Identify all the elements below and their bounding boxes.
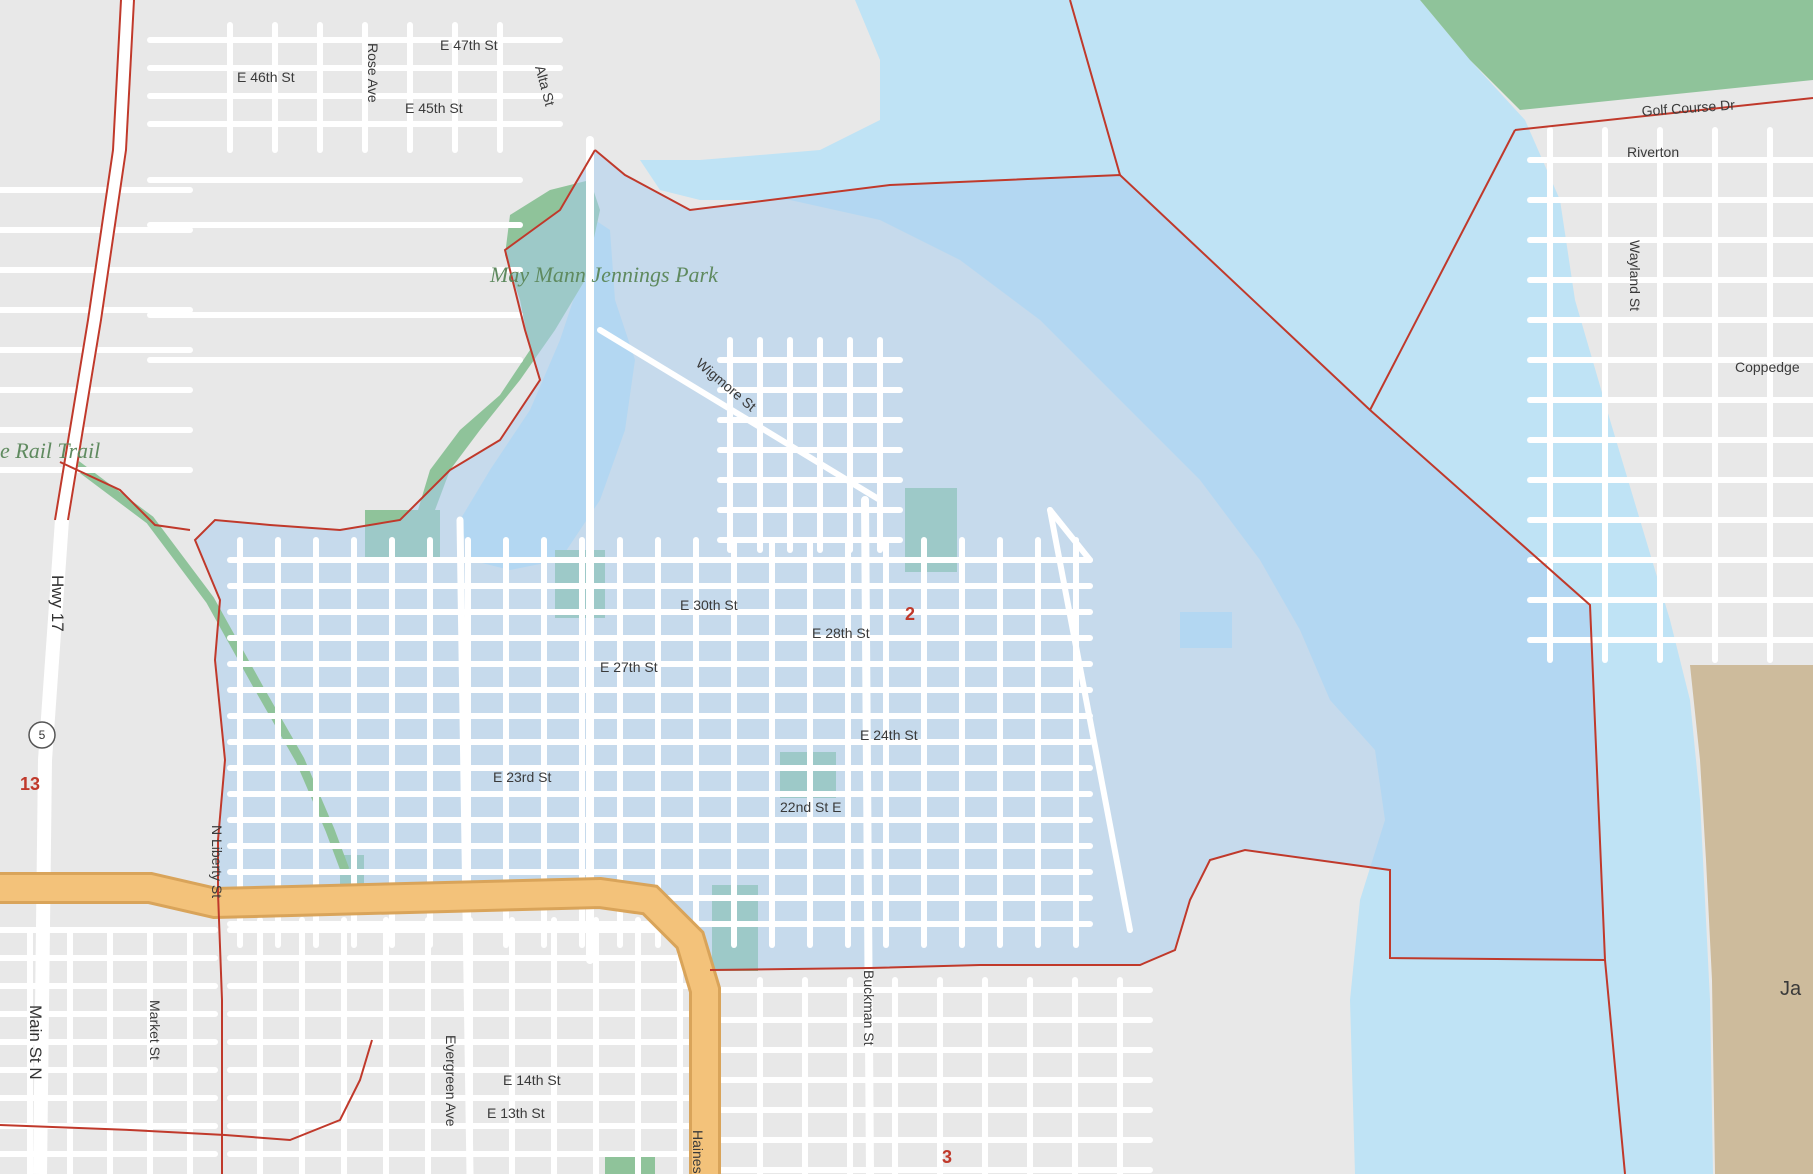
street-coppedge: Coppedge (1735, 359, 1800, 375)
main-st-label: Main St N (26, 1005, 45, 1080)
street-e45: E 45th St (405, 100, 463, 116)
street-e22: 22nd St E (780, 799, 842, 815)
district-2-label: 2 (905, 604, 915, 624)
street-nliberty: N Liberty St (209, 825, 225, 898)
street-rose: Rose Ave (365, 43, 381, 103)
park-top-right (1420, 0, 1813, 110)
street-wayland: Wayland St (1627, 240, 1643, 311)
street-e24: E 24th St (860, 727, 918, 743)
street-segment (456, 516, 474, 1174)
map-labels: May Mann Jennings Park e Rail Trail 2 13… (0, 37, 1802, 1174)
street-haines: Haines (690, 1130, 706, 1174)
street-segment (1047, 507, 1093, 563)
route-shield: 5 (28, 721, 56, 749)
street-ja: Ja (1780, 978, 1802, 1000)
street-segment (597, 327, 883, 503)
trail-label: e Rail Trail (0, 438, 100, 463)
district-3-label: 3 (942, 1147, 952, 1167)
hwy-17-label: Hwy 17 (48, 575, 67, 632)
park-label: May Mann Jennings Park (489, 262, 719, 287)
street-e23: E 23rd St (493, 769, 551, 785)
beige-area (1690, 665, 1813, 1174)
route-shield-text: 5 (39, 728, 46, 742)
interstate-95-fill (0, 875, 718, 1174)
street-e27: E 27th St (600, 659, 658, 675)
highway-17-edge-2 (67, 0, 135, 521)
street-e47: E 47th St (440, 37, 498, 53)
highway-17 (33, 0, 135, 1174)
street-e46: E 46th St (237, 69, 295, 85)
street-riverton: Riverton (1627, 144, 1679, 160)
highway-17-edge (54, 0, 122, 521)
street-market: Market St (147, 1000, 163, 1060)
street-network (0, 22, 1813, 1174)
street-e14: E 14th St (503, 1072, 561, 1088)
street-golf: Golf Course Dr (1641, 96, 1736, 118)
street-e28: E 28th St (812, 625, 870, 641)
street-buckman: Buckman St (861, 970, 877, 1046)
street-segment (1047, 507, 1133, 933)
street-evergreen: Evergreen Ave (443, 1035, 459, 1127)
park-block-7 (605, 1155, 655, 1174)
street-e13: E 13th St (487, 1105, 545, 1121)
street-e30: E 30th St (680, 597, 738, 613)
district-13-label: 13 (20, 774, 40, 794)
street-segment (861, 496, 874, 1174)
